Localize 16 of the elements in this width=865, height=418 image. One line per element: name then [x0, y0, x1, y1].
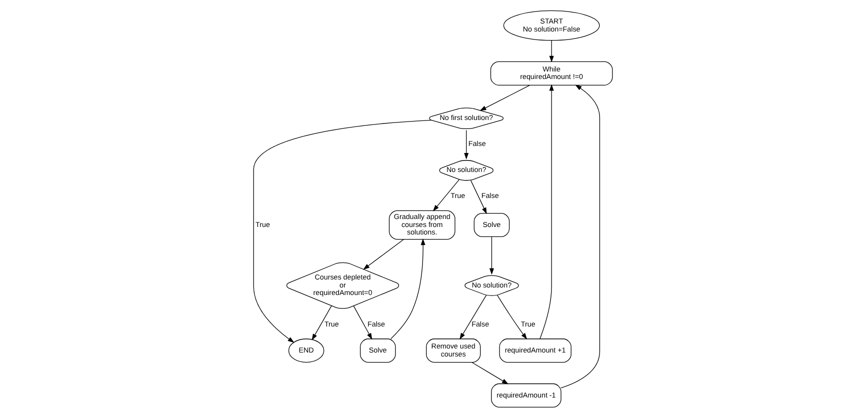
arrow — [496, 294, 527, 340]
arrow — [470, 180, 486, 214]
arrow — [548, 40, 554, 62]
arrow — [432, 179, 460, 212]
arrow — [311, 306, 332, 340]
arrow — [390, 238, 425, 340]
arrow — [539, 84, 554, 340]
arrow — [560, 84, 600, 388]
arrow — [488, 236, 494, 275]
arrow — [479, 84, 530, 111]
arrow — [464, 130, 468, 160]
arrow — [471, 362, 508, 384]
arrow — [252, 120, 432, 343]
arrow — [459, 294, 486, 340]
arrow — [352, 306, 372, 340]
arrow — [362, 239, 404, 270]
